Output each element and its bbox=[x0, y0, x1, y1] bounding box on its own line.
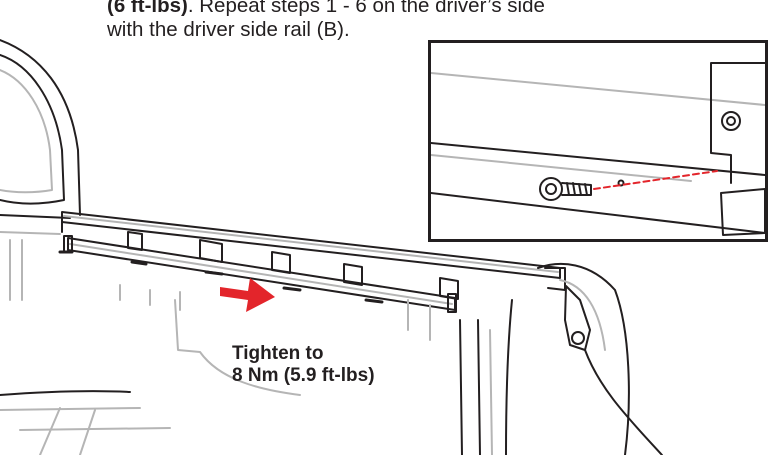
cab-back-wall bbox=[0, 214, 71, 219]
wheel-well bbox=[459, 319, 481, 455]
inset-bolt-shaft bbox=[561, 182, 592, 196]
torque-value: (6 ft-lbs) bbox=[107, 0, 188, 17]
cab-outline bbox=[0, 39, 81, 216]
tailgate-cable bbox=[584, 349, 663, 455]
bed-front-wall bbox=[0, 390, 131, 396]
inset-illustration bbox=[431, 62, 765, 236]
torque-callout: Tighten to 8 Nm (5.9 ft-lbs) bbox=[232, 343, 375, 387]
rail-brackets bbox=[127, 231, 459, 300]
cab-window-inner bbox=[0, 69, 53, 194]
inset-hole bbox=[617, 179, 625, 187]
inset-bolt-head bbox=[539, 177, 563, 201]
cab-window-outer bbox=[0, 54, 65, 205]
tailgate bbox=[537, 262, 630, 455]
inset-rail-end bbox=[720, 188, 765, 236]
callout-line-2: 8 Nm (5.9 ft-lbs) bbox=[232, 365, 375, 386]
bed-rail-top bbox=[61, 211, 561, 279]
instruction-line-2: with the driver side rail (B). bbox=[107, 18, 350, 41]
detail-inset bbox=[428, 40, 768, 242]
inset-bracket-bolt bbox=[721, 111, 741, 131]
bed-side-panel bbox=[174, 299, 301, 396]
direction-arrow bbox=[220, 278, 275, 312]
bolts bbox=[58, 250, 384, 304]
inset-leader bbox=[593, 170, 718, 190]
rail-end-cap bbox=[544, 267, 566, 291]
callout-line-1: Tighten to bbox=[232, 343, 324, 364]
inset-bracket bbox=[710, 62, 765, 184]
instruction-text: (6 ft-lbs). Repeat steps 1 - 6 on the dr… bbox=[107, 0, 545, 42]
instruction-line-1: (6 ft-lbs). Repeat steps 1 - 6 on the dr… bbox=[107, 0, 545, 18]
instruction-line-1-rest: . Repeat steps 1 - 6 on the driver’s sid… bbox=[187, 0, 545, 17]
